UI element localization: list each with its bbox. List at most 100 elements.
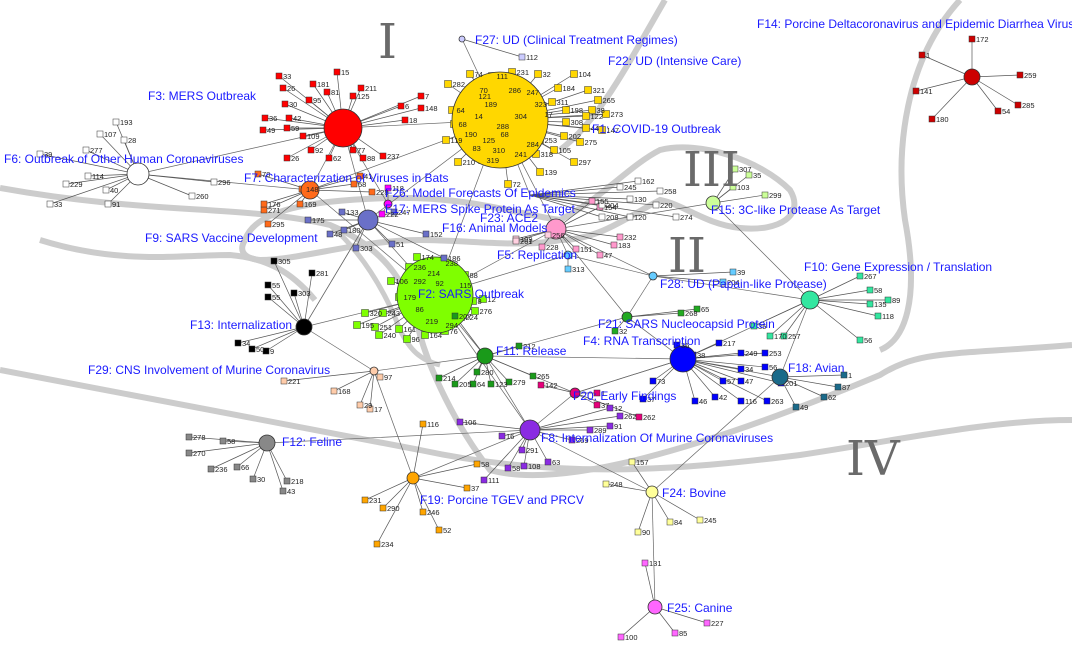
paper-node-label: 224: [466, 313, 479, 322]
paper-node-label: 111: [497, 72, 508, 81]
cluster-hub: [569, 387, 581, 399]
cluster-label: F21: SARS Nucleocapsid Protein: [598, 317, 775, 331]
paper-node-label: 320: [370, 309, 383, 318]
paper-node: [745, 171, 753, 179]
edge: [652, 275, 724, 283]
paper-node-label: 133: [346, 208, 359, 217]
cluster-link: [373, 355, 486, 372]
cluster-label: F22: UD (Intensive Care): [608, 54, 741, 68]
cluster-link: [412, 429, 531, 479]
cluster-link: [651, 491, 656, 608]
paper-node-label: 193: [120, 118, 133, 127]
edge: [137, 173, 215, 183]
paper-node-label: 17: [374, 405, 382, 414]
paper-node-label: 170: [774, 332, 787, 341]
paper-node-label: 234: [381, 540, 394, 549]
paper-node-label: 107: [104, 130, 117, 139]
paper-node: [356, 172, 364, 180]
paper-node: [350, 180, 358, 188]
paper-node-label: 286: [509, 86, 522, 95]
paper-node: [456, 418, 464, 426]
edge: [251, 326, 305, 350]
paper-node: [719, 278, 727, 286]
paper-node: [874, 312, 882, 320]
paper-node: [656, 187, 664, 195]
edge: [529, 194, 631, 218]
paper-node-label: 33: [283, 72, 291, 81]
cluster-hub: [357, 209, 379, 231]
cluster-label: F5: Replication: [497, 248, 577, 262]
paper-node-label: 51: [396, 240, 404, 249]
paper-node-label: 32: [543, 70, 551, 79]
paper-node-label: 139: [545, 168, 558, 177]
paper-node-label: 218: [291, 477, 304, 486]
cluster-label: F13: Internalization: [190, 318, 292, 332]
paper-node: [260, 200, 268, 208]
paper-node: [606, 422, 614, 430]
paper-node: [102, 186, 110, 194]
paper-node: [395, 325, 403, 333]
paper-node-label: 100: [625, 633, 638, 642]
cluster-label: F24: Bovine: [662, 486, 726, 500]
cluster-hub: [258, 434, 276, 452]
paper-node-label: 175: [312, 216, 325, 225]
paper-node-label: 262: [643, 413, 656, 422]
paper-node: [210, 178, 218, 186]
cluster-hub: [126, 162, 150, 186]
paper-node-label: 30: [257, 475, 265, 484]
paper-node-label: 111: [488, 476, 499, 485]
paper-node-label: 249: [745, 349, 758, 358]
paper-node-label: 256: [552, 231, 565, 240]
paper-node: [884, 296, 892, 304]
paper-node: [715, 339, 723, 347]
edge: [382, 477, 414, 509]
paper-node-label: 91: [614, 422, 622, 431]
paper-node-label: 289: [594, 426, 607, 435]
paper-node: [487, 380, 495, 388]
paper-node: [82, 146, 90, 154]
paper-node-label: 72: [513, 180, 521, 189]
paper-node-label: 228: [376, 188, 389, 197]
paper-node: [634, 177, 642, 185]
edge: [651, 491, 701, 521]
cluster-hub: [519, 419, 541, 441]
cluster-hub: [295, 318, 313, 336]
paper-node: [780, 332, 788, 340]
paper-node-label: 308: [571, 118, 584, 127]
paper-node: [652, 201, 660, 209]
paper-node: [185, 449, 193, 457]
paper-node: [672, 213, 680, 221]
paper-node: [576, 138, 584, 146]
paper-node: [598, 126, 606, 134]
paper-node-label: 228: [546, 243, 559, 252]
paper-node-label: 44: [591, 124, 599, 133]
paper-node-label: 34: [745, 365, 753, 374]
cluster-label: F7: Characterization of Viruses in Bats: [244, 171, 449, 185]
paper-node: [582, 124, 590, 132]
paper-node-label: 84: [674, 518, 682, 527]
edge: [303, 272, 313, 328]
paper-node-label: 88: [470, 271, 478, 280]
paper-node-label: 58: [481, 460, 489, 469]
paper-node: [207, 465, 215, 473]
paper-node: [451, 380, 459, 388]
paper-node: [270, 257, 278, 265]
paper-node-label: 35: [758, 322, 766, 331]
paper-node: [379, 504, 387, 512]
paper-node: [570, 70, 578, 78]
edge: [654, 606, 708, 624]
paper-node-label: 281: [316, 269, 329, 278]
cluster-link: [779, 299, 811, 378]
paper-node-label: 217: [723, 339, 736, 348]
paper-node: [397, 102, 405, 110]
paper-node-label: 130: [634, 195, 647, 204]
edge: [484, 355, 534, 377]
paper-node: [444, 80, 452, 88]
paper-node: [387, 277, 395, 285]
paper-node: [361, 309, 369, 317]
paper-node: [562, 118, 570, 126]
paper-node-label: 83: [473, 144, 481, 153]
paper-node: [307, 146, 315, 154]
edge: [367, 219, 445, 259]
edge: [652, 271, 734, 277]
